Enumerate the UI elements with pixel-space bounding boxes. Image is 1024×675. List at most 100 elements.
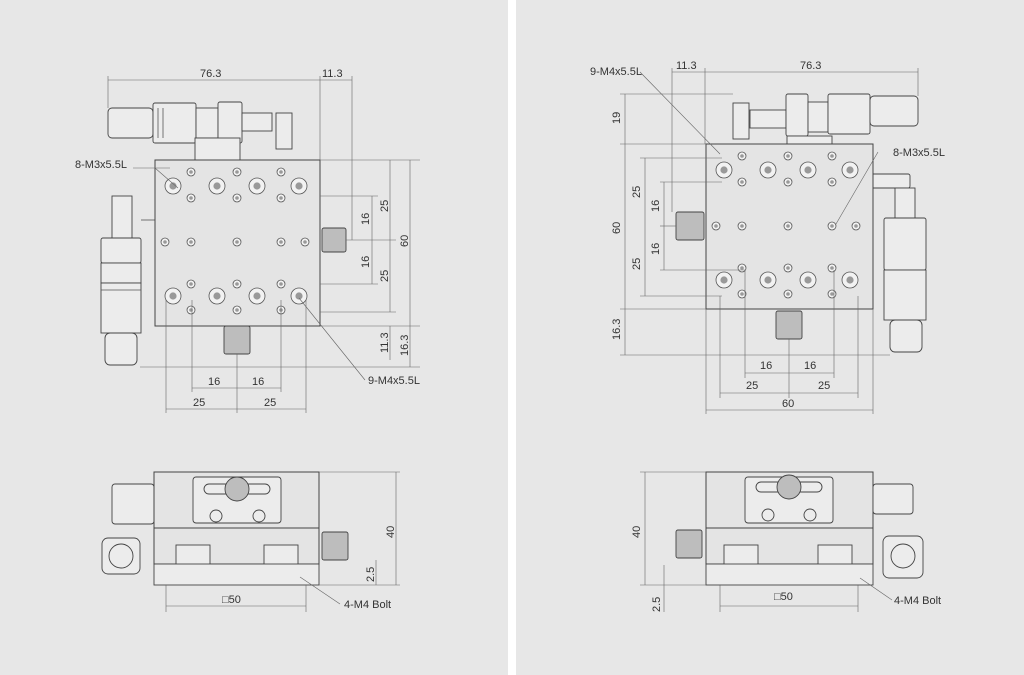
small-hole-center (163, 240, 167, 244)
small-hole-center (303, 240, 307, 244)
left-dim-11-3-side: 11.3 (379, 332, 391, 353)
small-hole-center (740, 180, 744, 184)
left-dim-16-3: 16.3 (399, 335, 411, 356)
large-hole-center (804, 276, 812, 284)
right-dim-16-a: 16 (650, 200, 662, 212)
large-hole-center (295, 182, 303, 190)
large-hole-center (804, 166, 812, 174)
left-dim-h25-b: 25 (264, 397, 276, 409)
large-hole-center (169, 182, 177, 190)
left-dim-25-a: 25 (379, 200, 391, 212)
small-hole-center (830, 224, 834, 228)
right-dim-11-3: 11.3 (676, 60, 697, 72)
left-side-dim-2-5: 2.5 (365, 567, 377, 582)
left-dim-16-b: 16 (360, 256, 372, 268)
large-hole-center (846, 166, 854, 174)
small-hole-center (279, 170, 283, 174)
left-mount-holes (160, 167, 310, 315)
left-side-view: 40 2.5 □50 4-M4 Bolt (101, 471, 400, 612)
small-hole-center (189, 240, 193, 244)
small-hole-center (189, 170, 193, 174)
large-hole-center (253, 292, 261, 300)
small-hole-center (854, 224, 858, 228)
right-top-view: 76.3 11.3 19 60 16.3 25 25 16 16 16 16 2… (590, 60, 945, 414)
small-hole-center (279, 282, 283, 286)
small-hole-center (279, 240, 283, 244)
left-dim-60: 60 (399, 235, 411, 247)
large-hole-center (764, 276, 772, 284)
right-lock-knob-left (675, 211, 705, 241)
right-top-micrometer (732, 93, 919, 159)
right-dim-76-3: 76.3 (800, 60, 821, 72)
right-dim-h16-b: 16 (804, 360, 816, 372)
small-hole-center (740, 154, 744, 158)
left-lock-knob-right (321, 227, 347, 253)
left-side-dim-50: □50 (222, 594, 241, 606)
small-hole-center (714, 224, 718, 228)
right-label-9-m4: 9-M4x5.5L (590, 66, 642, 78)
left-dim-25-b: 25 (379, 270, 391, 282)
right-side-dim-50: □50 (774, 591, 793, 603)
right-dim-h60: 60 (782, 398, 794, 410)
right-lock-knob-bottom (775, 310, 803, 340)
large-hole-center (720, 166, 728, 174)
small-hole-center (786, 292, 790, 296)
left-label-9-m4: 9-M4x5.5L (368, 375, 420, 387)
small-hole-center (235, 170, 239, 174)
small-hole-center (235, 196, 239, 200)
small-hole-center (189, 196, 193, 200)
left-top-micrometer (107, 101, 293, 161)
right-side-micrometer (869, 173, 927, 353)
left-dim-h25-a: 25 (193, 397, 205, 409)
small-hole-center (830, 180, 834, 184)
large-hole-center (213, 182, 221, 190)
left-dim-h16-a: 16 (208, 376, 220, 388)
left-dim-16-a: 16 (360, 213, 372, 225)
right-dim-h16-a: 16 (760, 360, 772, 372)
large-hole-center (253, 182, 261, 190)
right-label-8-m3: 8-M3x5.5L (893, 147, 945, 159)
right-dim-h25-b: 25 (818, 380, 830, 392)
left-dim-h16-b: 16 (252, 376, 264, 388)
left-lock-knob-bottom (223, 325, 251, 355)
large-hole-center (169, 292, 177, 300)
small-hole-center (740, 292, 744, 296)
small-hole-center (189, 282, 193, 286)
left-top-view: 76.3 11.3 25 25 16 16 60 11.3 16.3 16 16… (75, 68, 420, 413)
small-hole-center (235, 308, 239, 312)
right-dim-25-a: 25 (631, 186, 643, 198)
small-hole-center (235, 282, 239, 286)
small-hole-center (830, 292, 834, 296)
small-hole-center (786, 154, 790, 158)
small-hole-center (830, 154, 834, 158)
left-label-8-m3: 8-M3x5.5L (75, 159, 127, 171)
right-side-dim-40: 40 (631, 526, 643, 538)
small-hole-center (786, 266, 790, 270)
left-label-bolt: 4-M4 Bolt (344, 599, 391, 611)
large-hole-center (846, 276, 854, 284)
right-side-view: 40 2.5 □50 4-M4 Bolt (631, 471, 941, 612)
right-dim-25-b: 25 (631, 258, 643, 270)
small-hole-center (235, 240, 239, 244)
small-hole-center (786, 180, 790, 184)
right-dim-19: 19 (611, 112, 623, 124)
small-hole-center (740, 266, 744, 270)
right-dim-16-b: 16 (650, 243, 662, 255)
large-hole-center (720, 276, 728, 284)
right-dim-60-v: 60 (611, 222, 623, 234)
right-label-bolt: 4-M4 Bolt (894, 595, 941, 607)
small-hole-center (279, 196, 283, 200)
large-hole-center (295, 292, 303, 300)
right-dim-16-3: 16.3 (611, 319, 623, 340)
right-side-dim-2-5: 2.5 (651, 597, 663, 612)
left-side-dim-40: 40 (385, 526, 397, 538)
small-hole-center (786, 224, 790, 228)
left-dim-11-3-top: 11.3 (322, 68, 343, 80)
small-hole-center (740, 224, 744, 228)
left-side-micrometer (100, 195, 155, 366)
small-hole-center (830, 266, 834, 270)
right-dim-h25-a: 25 (746, 380, 758, 392)
left-dim-76-3: 76.3 (200, 68, 221, 80)
large-hole-center (764, 166, 772, 174)
